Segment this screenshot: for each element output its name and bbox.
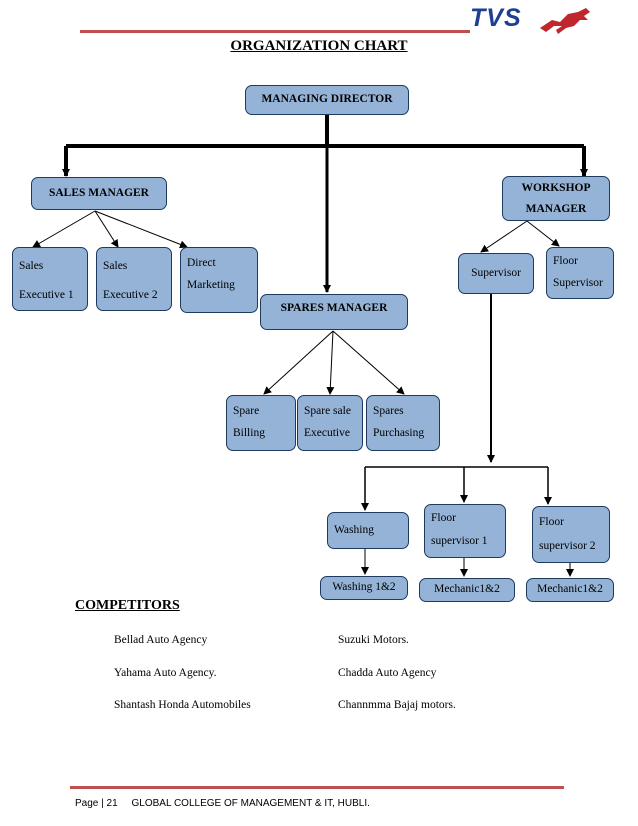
direct-marketing-box: Direct Marketing — [180, 247, 258, 313]
washing-1-2-label: Washing 1&2 — [332, 581, 396, 593]
spare-sale-executive-box: Spare sale Executive — [297, 395, 363, 451]
competitor-right-2: Chadda Auto Agency — [338, 667, 437, 679]
floor-sup2-line1: Floor — [539, 516, 564, 528]
supervisor-label: Supervisor — [471, 267, 521, 279]
tvs-logo: TVS — [470, 4, 610, 38]
mechanic-1-2-label-b: Mechanic1&2 — [537, 583, 603, 595]
spare-billing-box: Spare Billing — [226, 395, 296, 451]
sales-exec1-line2: Executive 1 — [19, 289, 74, 301]
page-footer: Page | 21 GLOBAL COLLEGE OF MANAGEMENT &… — [75, 798, 370, 809]
spare-sale-exec-line2: Executive — [304, 427, 350, 439]
washing-1-2-box: Washing 1&2 — [320, 576, 408, 600]
spares-manager-label: SPARES MANAGER — [280, 302, 388, 314]
washing-label: Washing — [334, 524, 374, 536]
horse-icon — [540, 8, 590, 34]
floor-sup1-line1: Floor — [431, 512, 456, 524]
mechanic-1-2-box-b: Mechanic1&2 — [526, 578, 614, 602]
spares-purchasing-box: Spares Purchasing — [366, 395, 440, 451]
sales-manager-label: SALES MANAGER — [48, 187, 149, 199]
spares-manager-box: SPARES MANAGER — [260, 294, 408, 330]
floor-sup1-line2: supervisor 1 — [431, 535, 488, 547]
floor-supervisor-line1: Floor — [553, 255, 578, 267]
workshop-manager-line1: WORKSHOP — [521, 182, 591, 194]
mechanic-1-2-label-a: Mechanic1&2 — [434, 583, 500, 595]
floor-sup2-line2: supervisor 2 — [539, 540, 596, 552]
floor-supervisor-2-box: Floor supervisor 2 — [532, 506, 610, 563]
managing-director-label: MANAGING DIRECTOR — [261, 93, 393, 105]
spare-billing-line1: Spare — [233, 405, 260, 417]
mechanic-1-2-box-a: Mechanic1&2 — [419, 578, 515, 602]
floor-supervisor-line2: Supervisor — [553, 277, 603, 289]
sales-manager-box: SALES MANAGER — [31, 177, 167, 210]
workshop-manager-box: WORKSHOP MANAGER — [502, 176, 610, 221]
competitor-left-1: Bellad Auto Agency — [114, 634, 208, 646]
spares-purchasing-line2: Purchasing — [373, 427, 425, 439]
managing-director-box: MANAGING DIRECTOR — [245, 85, 409, 115]
logo-text: TVS — [470, 4, 522, 32]
spare-billing-line2: Billing — [233, 427, 265, 439]
competitors-heading: COMPETITORS — [75, 598, 180, 613]
competitor-left-3: Shantash Honda Automobiles — [114, 699, 251, 711]
sales-exec2-line2: Executive 2 — [103, 289, 158, 301]
competitor-right-1: Suzuki Motors. — [338, 634, 409, 646]
sales-exec2-line1: Sales — [103, 260, 128, 272]
direct-marketing-line1: Direct — [187, 257, 216, 269]
washing-box: Washing — [327, 512, 409, 549]
spares-purchasing-line1: Spares — [373, 405, 404, 417]
supervisor-box: Supervisor — [458, 253, 534, 294]
floor-supervisor-box: Floor Supervisor — [546, 247, 614, 299]
page-title: ORGANIZATION CHART — [230, 38, 408, 54]
floor-supervisor-1-box: Floor supervisor 1 — [424, 504, 506, 558]
spare-sale-exec-line1: Spare sale — [304, 405, 351, 417]
workshop-manager-line2: MANAGER — [525, 203, 587, 215]
header-rule — [80, 30, 470, 33]
sales-executive-2-box: Sales Executive 2 — [96, 247, 172, 311]
footer-rule — [70, 786, 564, 789]
direct-marketing-line2: Marketing — [187, 279, 235, 291]
sales-executive-1-box: Sales Executive 1 — [12, 247, 88, 311]
competitor-right-3: Channmma Bajaj motors. — [338, 699, 456, 711]
competitor-left-2: Yahama Auto Agency. — [114, 667, 217, 679]
sales-exec1-line1: Sales — [19, 260, 44, 272]
